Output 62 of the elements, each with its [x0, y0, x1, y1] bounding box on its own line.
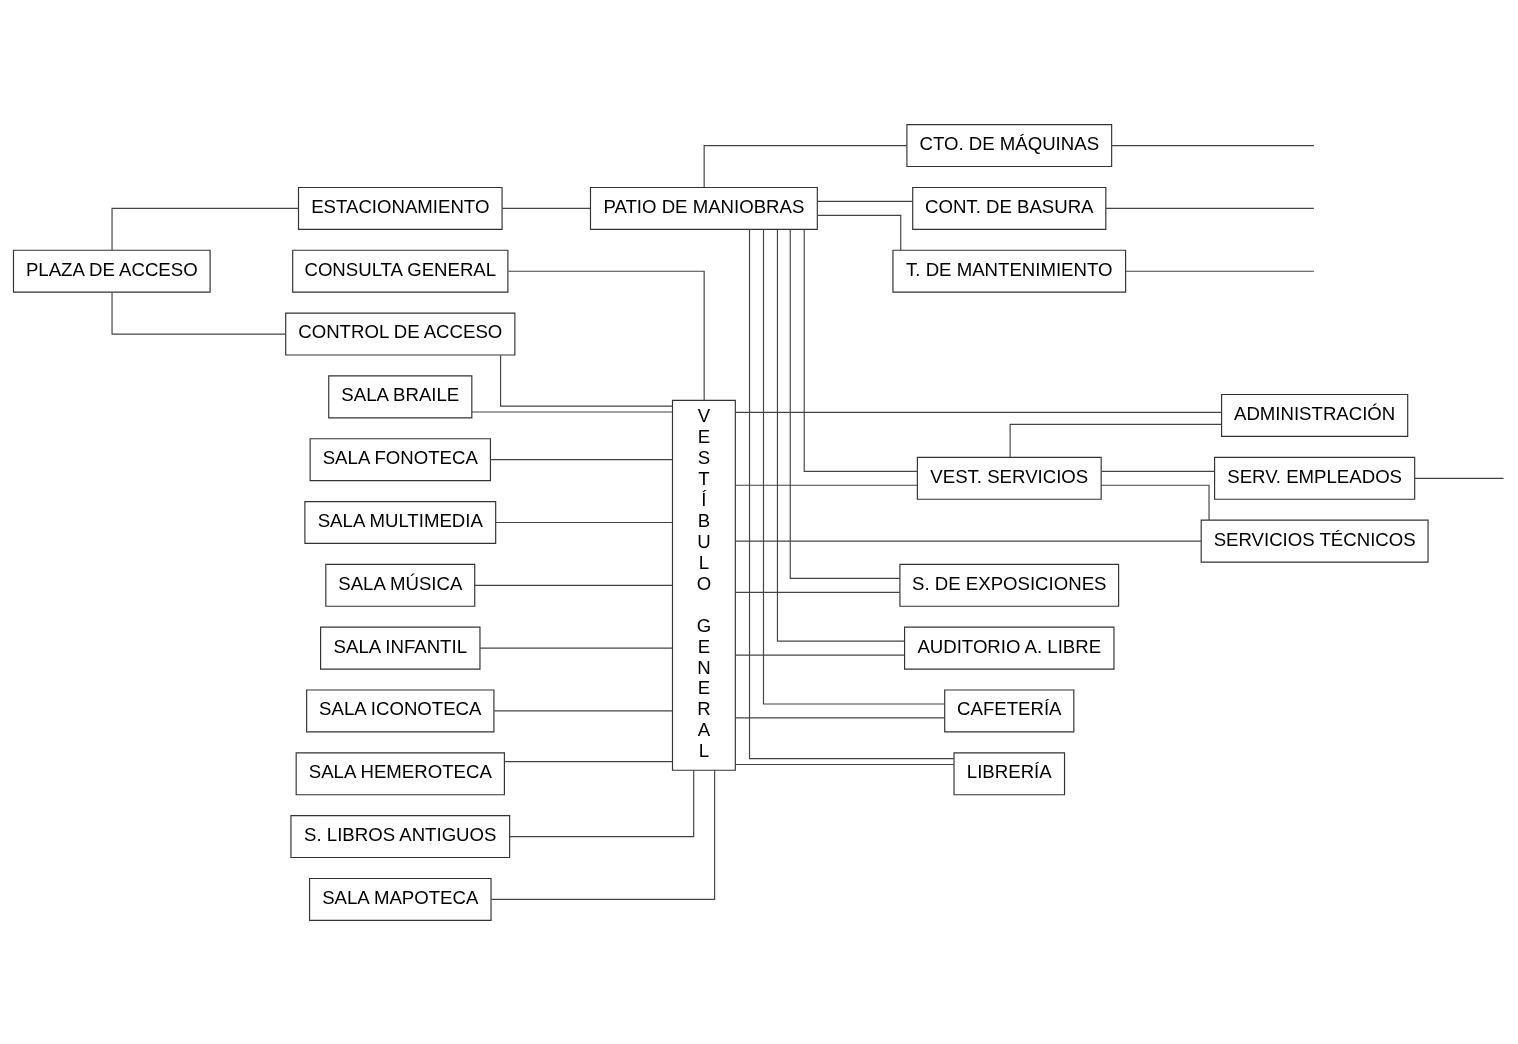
connector — [501, 207, 591, 209]
node-box: SALA HEMEROTECA — [295, 751, 505, 795]
node-box: LIBRERÍA — [953, 751, 1066, 795]
connector — [493, 709, 673, 712]
node-box: CONTROL DE ACCESO — [285, 312, 516, 356]
connector — [474, 584, 674, 586]
node-box: VESTÍBULO GENERAL — [671, 399, 736, 771]
connector — [509, 769, 695, 837]
connector — [734, 654, 905, 656]
node-box: AUDITORIO A. LIBRE — [904, 626, 1115, 670]
connector — [817, 200, 914, 202]
node-box: CAFETERÍA — [944, 688, 1075, 732]
connector — [504, 760, 673, 762]
connector — [734, 540, 1202, 542]
node-box: CONT. DE BASURA — [912, 186, 1107, 230]
node-box: T. DE MANTENIMIENTO — [892, 249, 1127, 293]
connector — [734, 484, 918, 486]
connector — [490, 458, 674, 460]
connector — [748, 228, 955, 759]
connector — [479, 647, 673, 649]
node-box: SERVICIOS TÉCNICOS — [1200, 519, 1429, 563]
connector — [471, 410, 673, 413]
connector — [1100, 470, 1215, 472]
connector — [703, 144, 908, 188]
node-box: SALA BRAILE — [328, 374, 473, 418]
connector — [1414, 477, 1505, 479]
connector — [1105, 207, 1315, 209]
node-box: SALA ICONOTECA — [306, 688, 495, 732]
connector — [734, 763, 955, 765]
connector — [1125, 270, 1315, 272]
connector — [490, 769, 716, 900]
node-box: CTO. DE MÁQUINAS — [906, 123, 1113, 167]
connector — [1100, 484, 1210, 521]
connector — [507, 270, 705, 401]
node-box: ESTACIONAMIENTO — [297, 186, 503, 230]
node-box: SALA FONOTECA — [309, 437, 491, 481]
connector — [111, 207, 299, 251]
connector — [762, 228, 946, 705]
connector — [817, 214, 902, 251]
connector — [776, 228, 906, 642]
node-box: CONSULTA GENERAL — [292, 249, 509, 293]
node-box: VEST. SERVICIOS — [916, 456, 1102, 500]
connector — [803, 228, 918, 472]
node-box: SALA INFANTIL — [320, 626, 481, 670]
connector — [1009, 423, 1222, 458]
node-box: PLAZA DE ACCESO — [12, 249, 211, 293]
node-box: SALA MAPOTECA — [308, 877, 492, 921]
connector — [500, 354, 673, 407]
node-box: SALA MÚSICA — [325, 563, 476, 607]
connector — [789, 228, 901, 579]
connector — [1111, 144, 1315, 146]
connector — [111, 291, 287, 335]
node-box: S. DE EXPOSICIONES — [899, 563, 1120, 607]
connector — [734, 716, 946, 718]
node-box: PATIO DE MANIOBRAS — [589, 186, 818, 230]
connector — [495, 521, 673, 523]
node-box: SALA MULTIMEDIA — [304, 500, 497, 544]
connector — [734, 411, 1222, 413]
node-box: SERV. EMPLEADOS — [1214, 456, 1416, 500]
node-box: S. LIBROS ANTIGUOS — [290, 814, 511, 858]
connector — [734, 591, 901, 593]
node-box: ADMINISTRACIÓN — [1221, 393, 1409, 437]
